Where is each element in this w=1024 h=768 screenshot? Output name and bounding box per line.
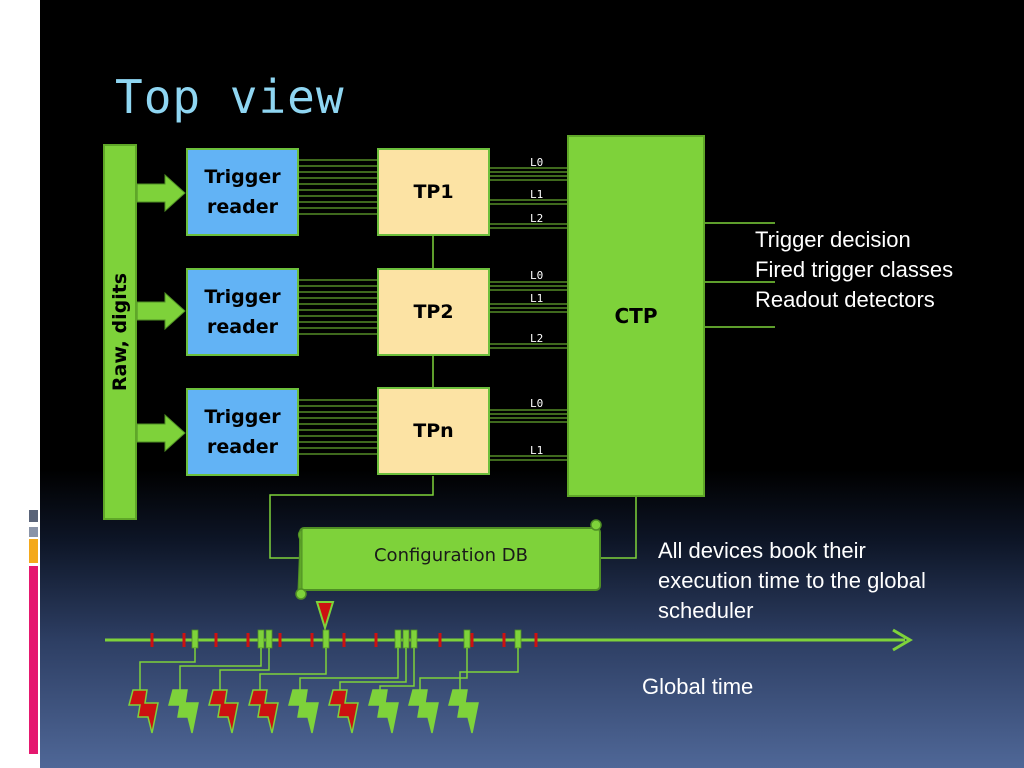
config-db-scroll xyxy=(295,519,602,600)
trigger-reader-1: Trigger reader xyxy=(186,148,299,236)
global-time-label: Global time xyxy=(642,674,754,699)
trigger-processor-tpn: TPn xyxy=(377,387,490,475)
reader-tp-bus-2 xyxy=(298,279,378,335)
level-label: L0 xyxy=(530,397,543,410)
global-timeline xyxy=(105,601,913,734)
scheduler-note-line: All devices book their xyxy=(658,538,866,563)
tp-ctp-bus-3 xyxy=(490,409,567,461)
ctp-output-lines xyxy=(705,222,775,328)
level-label: L0 xyxy=(530,156,543,169)
scheduler-note-line: scheduler xyxy=(658,598,754,623)
ctp-output-item: Fired trigger classes xyxy=(755,257,954,282)
trigger-processor-tp2: TP2 xyxy=(377,268,490,356)
trigger-reader-2: Trigger reader xyxy=(186,268,299,356)
reader-tp-bus-3 xyxy=(298,399,378,455)
level-label: L1 xyxy=(530,292,543,305)
ctp-label: CTP xyxy=(614,304,658,328)
accent-bar-pink xyxy=(29,566,38,754)
trigger-processor-tp1: TP1 xyxy=(377,148,490,236)
raw-digits-bar xyxy=(103,144,137,520)
accent-bar-gray xyxy=(29,510,38,522)
trigger-reader-label-line1: Trigger xyxy=(204,406,281,428)
trigger-bolts xyxy=(128,689,479,734)
scheduler-note: All devices book their execution time to… xyxy=(658,536,926,626)
accent-bar-orange xyxy=(29,539,38,563)
config-db-label: Configuration DB xyxy=(373,545,528,566)
scheduler-note-line: execution time to the global xyxy=(658,568,926,593)
trigger-reader-label-line1: Trigger xyxy=(204,286,281,308)
arrows-raw-to-reader xyxy=(136,173,186,453)
trigger-reader-label-line2: reader xyxy=(207,196,278,218)
ctp-output-list: Trigger decision Fired trigger classes R… xyxy=(755,225,953,315)
level-label: L0 xyxy=(530,269,543,282)
tp-chain-lines xyxy=(269,236,637,559)
tp-label: TP2 xyxy=(413,301,454,323)
page-title: Top view xyxy=(115,70,345,124)
accent-bar-gray-2 xyxy=(29,527,38,537)
level-label: L2 xyxy=(530,212,543,225)
level-label: L2 xyxy=(530,332,543,345)
trigger-reader-label-line1: Trigger xyxy=(204,166,281,188)
tp-ctp-bus-1 xyxy=(490,167,567,229)
tp-ctp-bus-2 xyxy=(490,281,567,349)
ctp-output-item: Trigger decision xyxy=(755,227,911,252)
ctp-output-item: Readout detectors xyxy=(755,287,935,312)
trigger-reader-3: Trigger reader xyxy=(186,388,299,476)
tp-label: TPn xyxy=(413,420,454,442)
level-label: L1 xyxy=(530,188,543,201)
raw-digits-label: Raw, digits xyxy=(109,272,131,392)
trigger-reader-label-line2: reader xyxy=(207,436,278,458)
trigger-reader-label-line2: reader xyxy=(207,316,278,338)
reader-tp-bus-1 xyxy=(298,159,378,215)
level-label: L1 xyxy=(530,444,543,457)
ctp-box: CTP xyxy=(567,135,705,497)
tp-label: TP1 xyxy=(413,181,454,203)
